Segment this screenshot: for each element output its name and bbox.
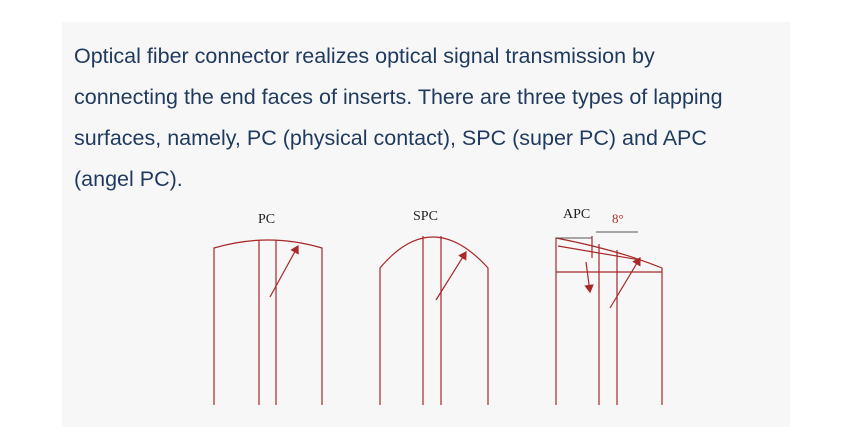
apc-ferrule: APC 8° xyxy=(555,207,663,405)
apc-down-arrow xyxy=(584,261,594,294)
pc-normal-arrow xyxy=(269,244,299,298)
apc-slant-line xyxy=(557,245,641,261)
pc-ferrule: PC xyxy=(213,212,323,405)
content-panel xyxy=(62,22,790,427)
spc-normal-arrow xyxy=(435,250,467,301)
apc-normal-arrow xyxy=(609,256,641,309)
apc-label: APC xyxy=(563,207,590,222)
apc-angle-label: 8° xyxy=(612,211,624,226)
apc-outline xyxy=(555,237,663,405)
spc-outline xyxy=(379,236,489,405)
spc-ferrule: SPC xyxy=(379,209,489,405)
description-line-1: Optical fiber connector realizes optical… xyxy=(74,44,655,68)
pc-label: PC xyxy=(258,212,275,227)
spc-label: SPC xyxy=(413,209,438,224)
description-line-2: connecting the end faces of inserts. The… xyxy=(74,85,723,109)
pc-outline xyxy=(213,239,323,405)
description-paragraph: Optical fiber connector realizes optical… xyxy=(74,36,794,200)
description-line-4: (angel PC). xyxy=(74,167,183,191)
description-line-3: surfaces, namely, PC (physical contact),… xyxy=(74,126,707,150)
